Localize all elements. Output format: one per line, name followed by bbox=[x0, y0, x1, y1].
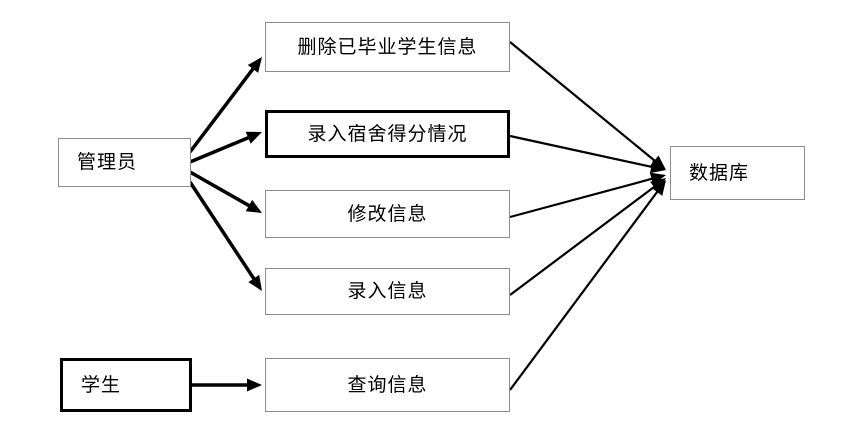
node-modify-info[interactable]: 修改信息 bbox=[265, 190, 510, 238]
arrowhead-icon bbox=[649, 160, 666, 174]
edge-delete-graduated-to-database bbox=[509, 41, 666, 170]
node-delete-graduated[interactable]: 删除已毕业学生信息 bbox=[265, 22, 510, 72]
edge-admin-to-enter-dorm-score bbox=[189, 131, 262, 164]
edge-line bbox=[509, 177, 655, 219]
edge-admin-to-delete-graduated bbox=[188, 57, 262, 154]
edge-line bbox=[509, 134, 655, 169]
node-admin[interactable]: 管理员 bbox=[58, 138, 191, 187]
node-enter-dorm-score[interactable]: 录入宿舍得分情况 bbox=[265, 110, 510, 158]
node-admin-label: 管理员 bbox=[77, 151, 138, 174]
arrowhead-icon bbox=[247, 57, 262, 73]
arrowhead-icon bbox=[247, 378, 262, 392]
node-enter-info[interactable]: 录入信息 bbox=[265, 268, 510, 315]
edge-enter-dorm-score-to-database bbox=[509, 134, 666, 174]
edge-line bbox=[509, 188, 660, 391]
arrowhead-icon bbox=[245, 199, 262, 213]
edge-query-info-to-database bbox=[509, 180, 666, 391]
node-student-label: 学生 bbox=[81, 373, 122, 396]
node-delete-graduated-label: 删除已毕业学生信息 bbox=[297, 35, 478, 58]
node-query-info[interactable]: 查询信息 bbox=[265, 358, 510, 412]
arrowhead-icon bbox=[651, 180, 666, 196]
edge-admin-to-modify-info bbox=[189, 170, 262, 213]
edge-line bbox=[189, 170, 253, 209]
edge-line bbox=[188, 181, 257, 282]
edge-admin-to-enter-info bbox=[188, 181, 262, 291]
node-query-info-label: 查询信息 bbox=[347, 373, 428, 396]
edge-line bbox=[189, 135, 252, 164]
arrowhead-icon bbox=[248, 274, 262, 291]
edge-line bbox=[509, 41, 658, 164]
arrowhead-icon bbox=[245, 131, 262, 144]
node-modify-info-label: 修改信息 bbox=[347, 202, 428, 225]
edge-line bbox=[509, 184, 658, 296]
node-database[interactable]: 数据库 bbox=[670, 146, 805, 200]
edge-student-to-query-info bbox=[192, 378, 262, 392]
node-student[interactable]: 学生 bbox=[60, 358, 192, 412]
edge-line bbox=[188, 65, 257, 154]
node-database-label: 数据库 bbox=[689, 161, 750, 184]
node-enter-info-label: 录入信息 bbox=[347, 280, 428, 303]
node-enter-dorm-score-label: 录入宿舍得分情况 bbox=[307, 122, 468, 145]
